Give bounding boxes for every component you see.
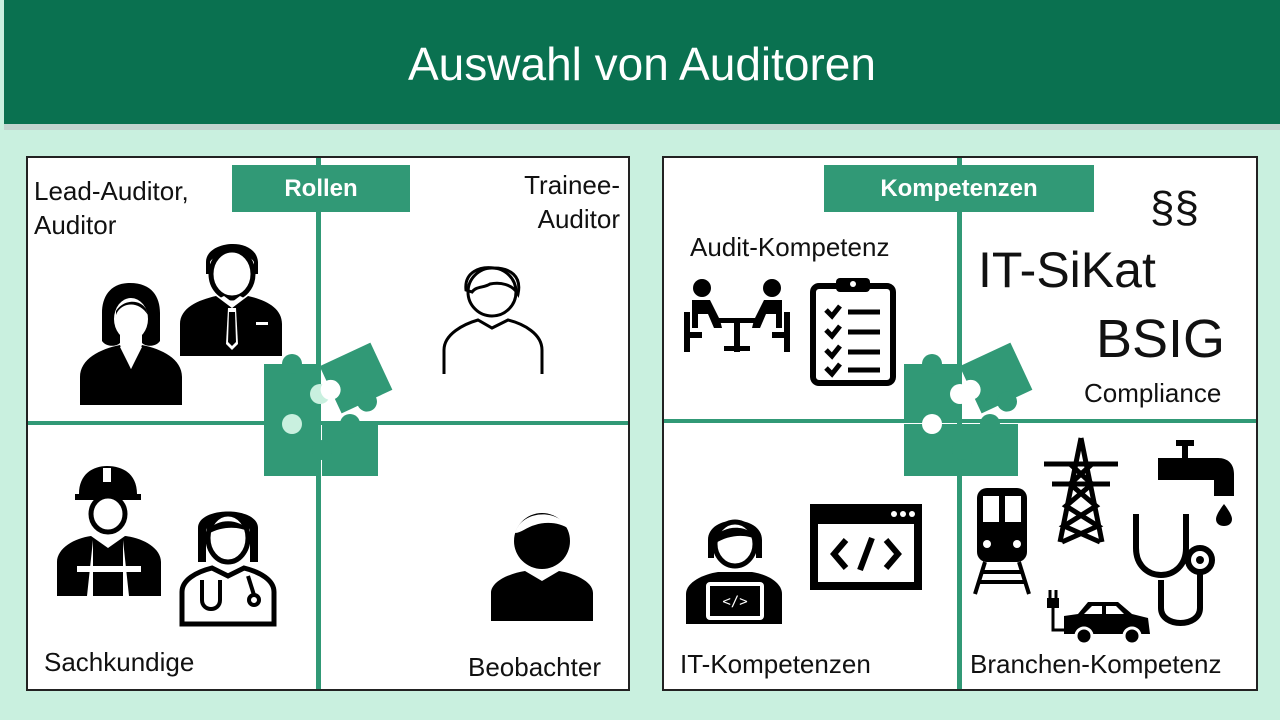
power-pylon-icon — [1044, 437, 1118, 545]
meeting-table-icon — [684, 279, 790, 352]
compliance-label: Compliance — [1084, 378, 1222, 408]
businesswoman-icon — [80, 283, 182, 405]
competencies-puzzle-icon — [904, 342, 1033, 476]
roles-puzzle-icon — [264, 342, 393, 476]
train-icon — [973, 488, 1031, 595]
construction-worker-icon — [57, 466, 161, 596]
page-title: Auswahl von Auditoren — [408, 38, 876, 90]
svg-text:</>: </> — [722, 594, 747, 610]
paragraph-symbol: §§ — [1150, 183, 1199, 232]
electric-car-icon — [1047, 590, 1150, 646]
beobachter-label: Beobachter — [468, 652, 601, 682]
code-window-icon — [810, 504, 922, 590]
lead-auditor-label: Lead-Auditor, Auditor — [34, 176, 189, 240]
competencies-vertical-divider — [957, 158, 962, 689]
it-sikat-label: IT-SiKat — [978, 242, 1156, 298]
stethoscope-icon — [1133, 514, 1215, 626]
trainee-auditor-label: Trainee-Auditor — [524, 170, 620, 234]
doctor-icon — [179, 511, 277, 627]
roles-horizontal-divider — [28, 421, 628, 425]
businessman-icon — [180, 243, 282, 356]
title-banner: Auswahl von Auditoren — [4, 0, 1280, 124]
clipboard-checklist-icon — [810, 278, 896, 386]
header-divider — [4, 124, 1280, 130]
programmer-laptop-icon: </> — [686, 519, 782, 624]
roles-vertical-divider — [316, 158, 321, 689]
roles-tag: Rollen — [232, 165, 410, 212]
sachkundige-label: Sachkundige — [44, 647, 195, 677]
trainee-person-icon — [442, 266, 544, 374]
observer-person-icon — [491, 513, 593, 621]
industry-competence-label: Branchen-Kompetenz — [970, 649, 1222, 679]
competencies-tag: Kompetenzen — [824, 165, 1094, 212]
audit-competence-label: Audit-Kompetenz — [690, 232, 890, 262]
water-tap-icon — [1158, 440, 1234, 526]
it-competencies-label: IT-Kompetenzen — [680, 649, 871, 679]
bsig-label: BSIG — [1096, 309, 1226, 369]
